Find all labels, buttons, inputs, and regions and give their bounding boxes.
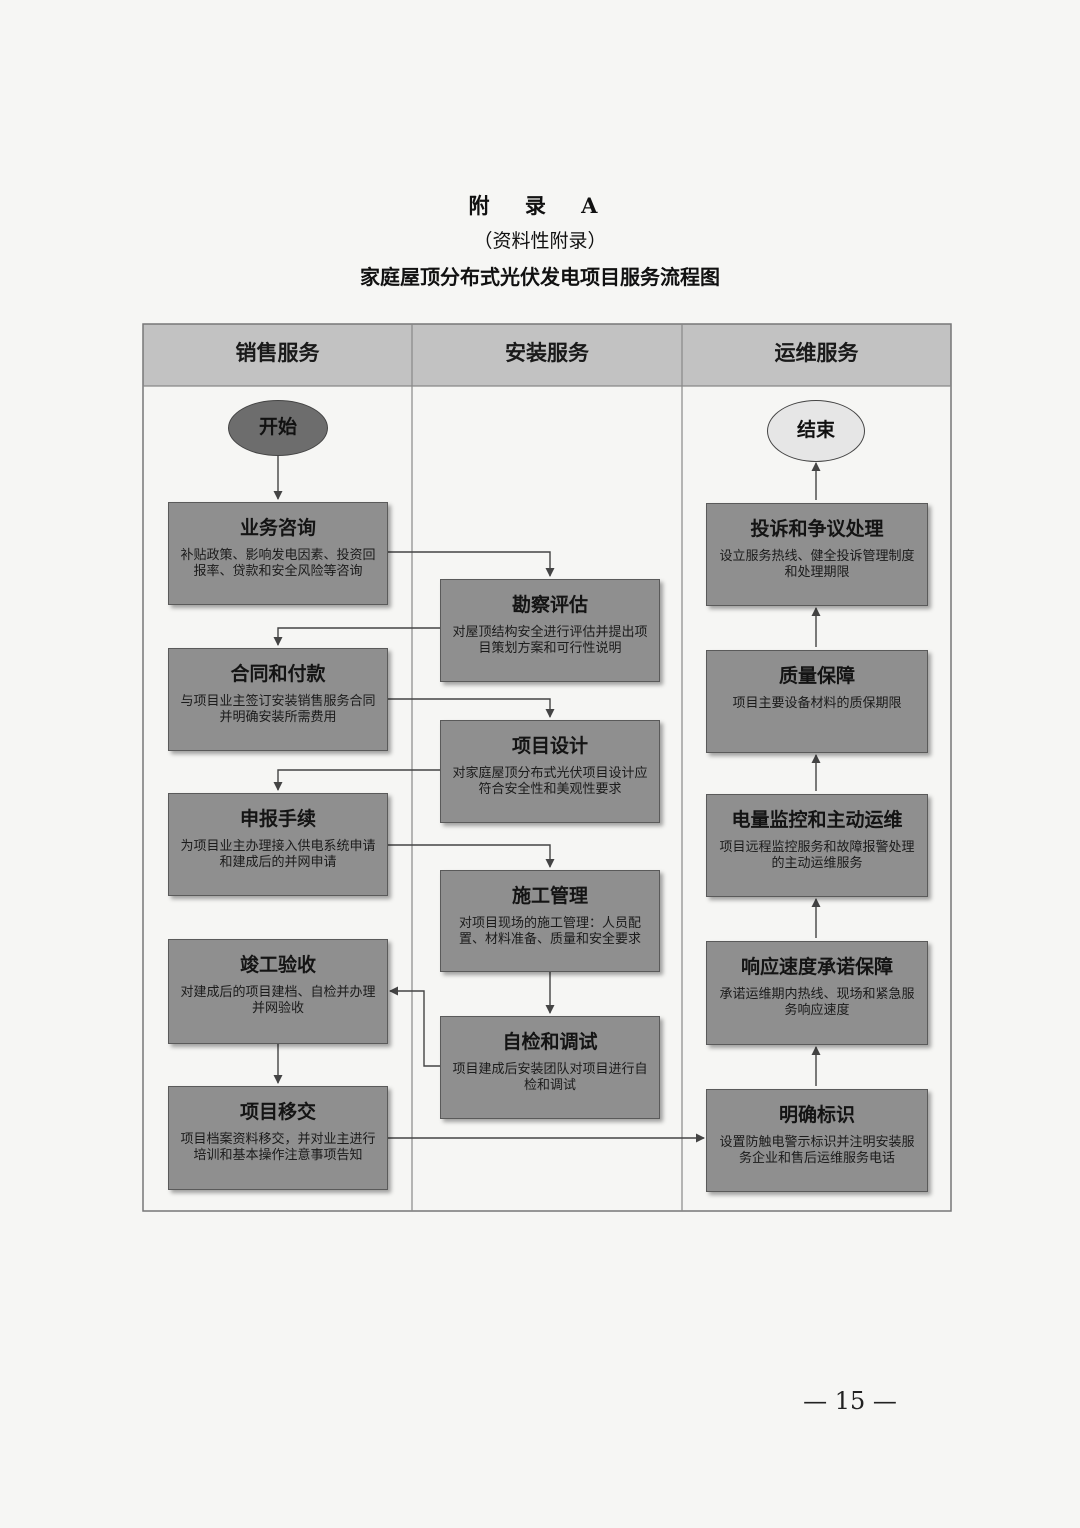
connector-filing-to-construction [388,844,555,868]
connector-contract-to-design [388,698,555,718]
node-title: 施工管理 [511,885,588,907]
flow-node-quality: 质量保障 项目主要设备材料的质保期限 [706,650,928,753]
flow-node-self-test: 自检和调试 项目建成后安装团队对项目进行自检和调试 [440,1016,660,1119]
node-description: 为项目业主办理接入供电系统申请和建成后的并网申请 [180,839,376,870]
flow-node-response: 响应速度承诺保障 承诺运维期内热线、现场和紧急服务响应速度 [706,941,928,1045]
flow-node-complaints: 投诉和争议处理 设立服务热线、健全投诉管理制度和处理期限 [706,503,928,606]
flow-node-construction: 施工管理 对项目现场的施工管理：人员配置、材料准备、质量和安全要求 [440,870,660,972]
node-description: 对项目现场的施工管理：人员配置、材料准备、质量和安全要求 [458,916,641,947]
start-oval: 开始 [228,400,328,456]
flow-node-handover: 项目移交 项目档案资料移交，并对业主进行培训和基本操作注意事项告知 [168,1086,388,1190]
flow-node-consultation: 业务咨询 补贴政策、影响发电因素、投资回报率、贷款和安全风险等咨询 [168,502,388,605]
connector-survey-to-contract [273,627,440,646]
node-title: 明确标识 [778,1104,855,1126]
flow-node-monitoring: 电量监控和主动运维 项目远程监控服务和故障报警处理的主动运维服务 [706,794,928,897]
node-description: 承诺运维期内热线、现场和紧急服务响应速度 [719,987,915,1018]
node-description: 对家庭屋顶分布式光伏项目设计应符合安全性和美观性要求 [452,766,648,797]
node-title: 申报手续 [239,808,316,830]
lane-header-sales: 销售服务 [235,341,320,365]
node-title: 投诉和争议处理 [750,518,884,540]
appendix-subtitle: （资料性附录） [473,230,607,252]
node-description: 项目建成后安装团队对项目进行自检和调试 [452,1062,648,1093]
end-oval: 结束 [767,400,865,462]
node-description: 补贴政策、影响发电因素、投资回报率、贷款和安全风险等咨询 [180,548,376,579]
lane-header-install: 安装服务 [505,341,589,365]
node-description: 设置防触电警示标识并注明安装服务企业和售后运维服务电话 [719,1135,915,1166]
connector-test-to-acceptance [389,986,440,1067]
connector-consult-to-survey [388,551,555,577]
node-title: 质量保障 [778,665,855,687]
node-description: 对建成后的项目建档、自检并办理并网验收 [180,985,376,1016]
node-title: 勘察评估 [511,594,588,616]
node-description: 对屋顶结构安全进行评估并提出项目策划方案和可行性说明 [452,625,648,656]
node-description: 设立服务热线、健全投诉管理制度和处理期限 [719,549,915,580]
flow-node-contract-payment: 合同和付款 与项目业主签订安装销售服务合同并明确安装所需费用 [168,648,388,751]
node-title: 业务咨询 [239,517,316,539]
node-description: 项目档案资料移交，并对业主进行培训和基本操作注意事项告知 [180,1132,376,1163]
node-title: 项目移交 [239,1101,316,1123]
flow-node-signage: 明确标识 设置防触电警示标识并注明安装服务企业和售后运维服务电话 [706,1089,928,1192]
node-title: 响应速度承诺保障 [740,956,893,978]
node-title: 合同和付款 [230,663,326,685]
node-title: 电量监控和主动运维 [731,809,903,831]
node-title: 竣工验收 [239,954,316,976]
node-title: 项目设计 [511,735,588,757]
node-description: 项目主要设备材料的质保期限 [732,696,902,711]
flow-node-acceptance: 竣工验收 对建成后的项目建档、自检并办理并网验收 [168,939,388,1044]
appendix-title: 附 录 A [468,193,612,218]
flow-node-design: 项目设计 对家庭屋顶分布式光伏项目设计应符合安全性和美观性要求 [440,720,660,823]
lane-header-operations: 运维服务 [774,341,859,365]
page-number: — 15 — [803,1387,897,1415]
flowchart-title: 家庭屋顶分布式光伏发电项目服务流程图 [360,265,720,289]
node-description: 项目远程监控服务和故障报警处理的主动运维服务 [719,840,915,871]
connector-design-to-filing [273,769,440,791]
node-title: 自检和调试 [502,1031,598,1053]
flow-node-survey: 勘察评估 对屋顶结构安全进行评估并提出项目策划方案和可行性说明 [440,579,660,682]
flow-node-filing: 申报手续 为项目业主办理接入供电系统申请和建成后的并网申请 [168,793,388,896]
node-description: 与项目业主签订安装销售服务合同并明确安装所需费用 [180,694,376,725]
